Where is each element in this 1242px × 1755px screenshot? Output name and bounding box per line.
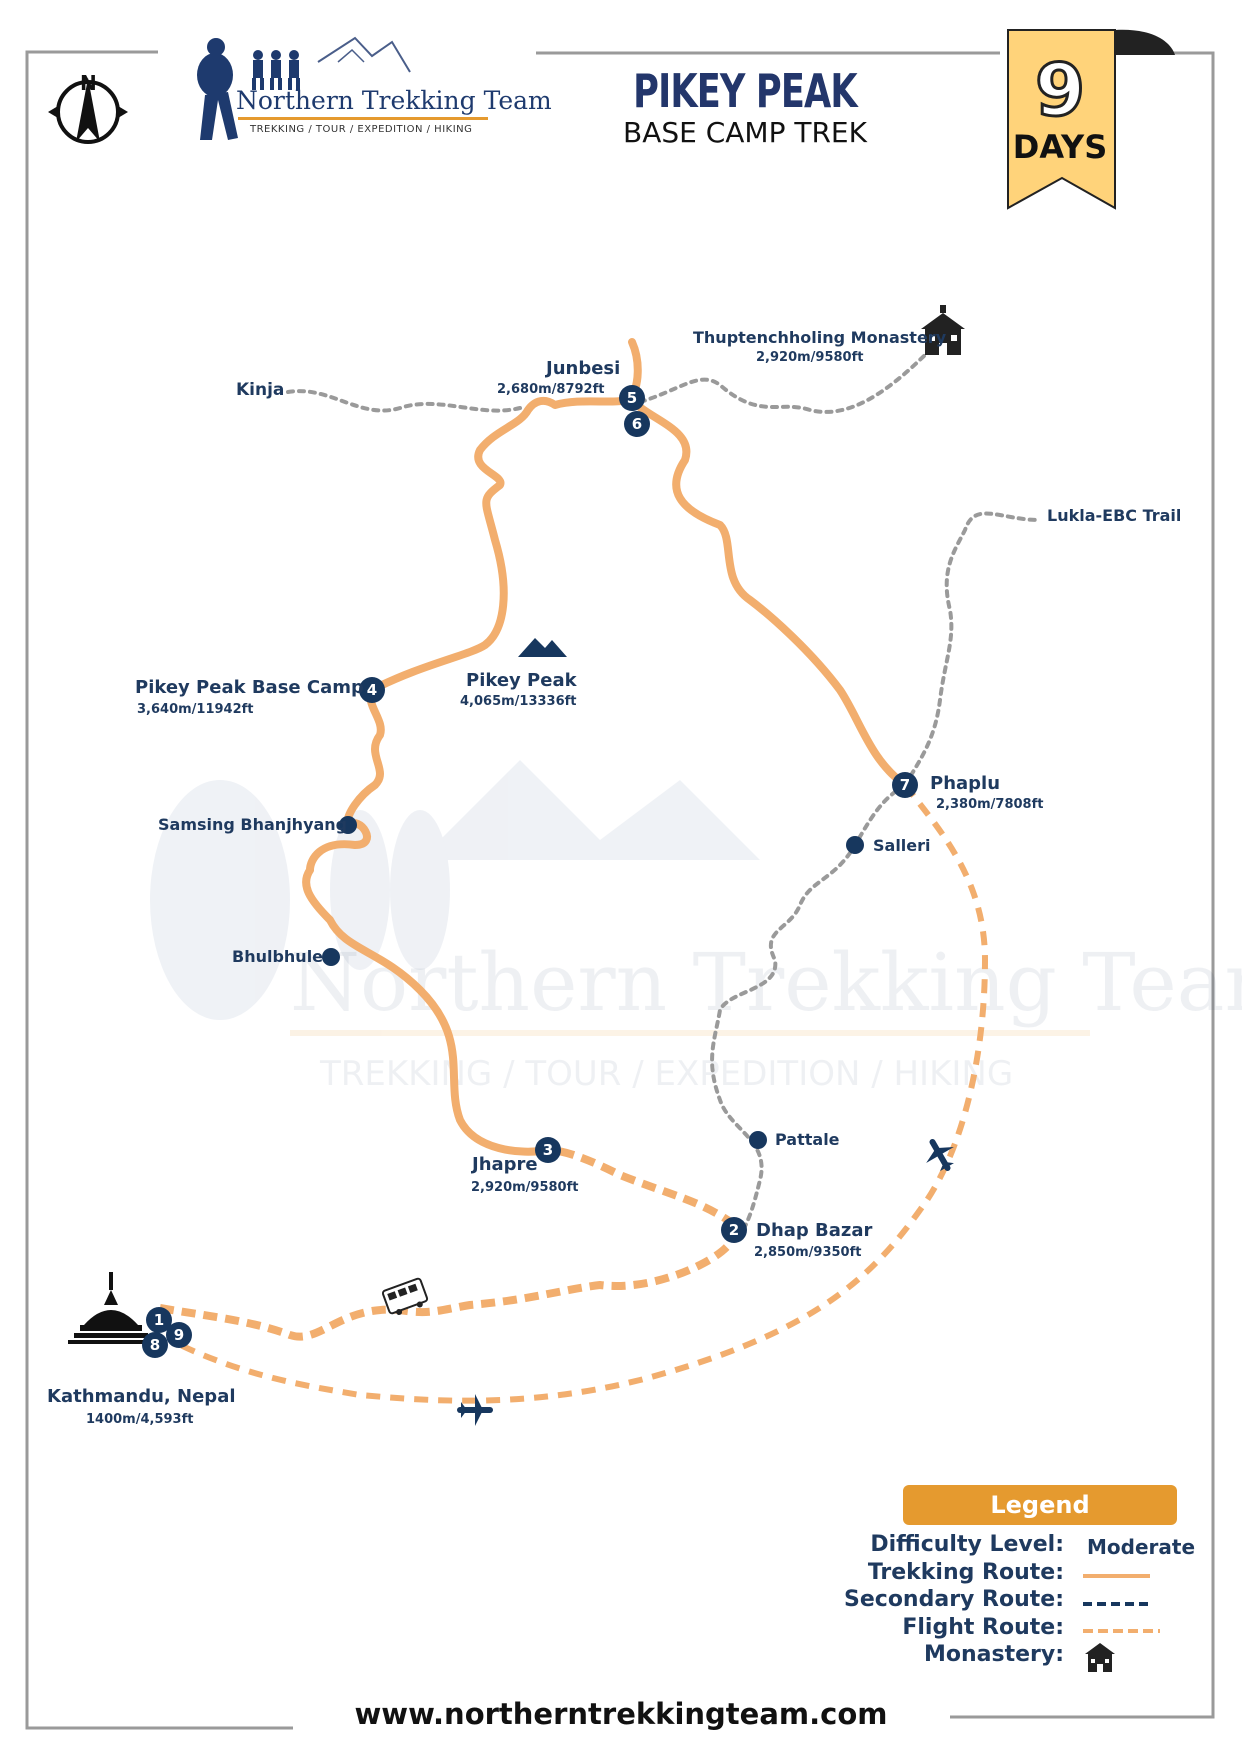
label-pattale: Pattale	[775, 1130, 840, 1149]
day-marker-6: 6	[624, 411, 650, 437]
route-kinja-junbesi	[286, 389, 522, 413]
label-monastery: Thuptenchholing Monastery	[693, 328, 947, 347]
dot-bhulbhule	[322, 948, 340, 966]
label-salleri: Salleri	[873, 836, 931, 855]
day-marker-7: 7	[892, 772, 918, 798]
route-phaplu-lukla	[903, 511, 1042, 787]
legend-flight-key: Flight Route:	[902, 1615, 1064, 1640]
day-markers: 5 6 4 7 3 2 1 8 9	[142, 385, 918, 1358]
alt-junbesi: 2,680m/8792ft	[497, 382, 605, 397]
plane-icon	[457, 1394, 493, 1426]
legend-monastery-icon	[1085, 1643, 1115, 1672]
route-junbesi-phaplu	[628, 396, 909, 789]
bus-icon	[381, 1277, 429, 1315]
title-line-2: BASE CAMP TREK	[623, 116, 867, 149]
logo-icon	[197, 36, 488, 140]
secondary-routes	[286, 348, 1042, 1237]
title-line-1: PIKEY PEAK	[633, 64, 858, 118]
alt-kathmandu: 1400m/4,593ft	[86, 1412, 194, 1427]
legend-title: Legend	[903, 1485, 1177, 1525]
alt-jhapre: 2,920m/9580ft	[471, 1180, 579, 1195]
day-marker-2: 2	[721, 1217, 747, 1243]
trekking-route	[302, 338, 909, 1156]
watermark-tagline: TREKKING / TOUR / EXPEDITION / HIKING	[319, 1054, 1013, 1094]
svg-text:1: 1	[154, 1311, 164, 1329]
day-marker-3: 3	[535, 1137, 561, 1163]
legend-secondary-key: Secondary Route:	[844, 1587, 1064, 1612]
svg-text:4: 4	[367, 681, 377, 699]
legend-difficulty-value: Moderate	[1087, 1535, 1196, 1559]
label-pikey-base-camp: Pikey Peak Base Camp	[135, 677, 364, 698]
alt-pikey-peak: 4,065m/13336ft	[460, 694, 577, 709]
day-marker-9: 9	[166, 1322, 192, 1348]
flight-route	[168, 783, 989, 1404]
legend-difficulty-key: Difficulty Level:	[870, 1532, 1064, 1557]
label-dhap-bazar: Dhap Bazar	[756, 1220, 873, 1241]
label-bhulbhule: Bhulbhule	[232, 947, 324, 966]
road-route	[159, 1146, 740, 1341]
label-pikey-peak: Pikey Peak	[466, 670, 577, 691]
days-label: DAYS	[1012, 128, 1108, 166]
label-kathmandu: Kathmandu, Nepal	[47, 1386, 236, 1407]
alt-phaplu: 2,380m/7808ft	[936, 797, 1044, 812]
route-dhap-jhapre	[547, 1146, 738, 1229]
legend-trekking-key: Trekking Route:	[867, 1560, 1064, 1585]
legend-monastery-key: Monastery:	[923, 1642, 1064, 1667]
alt-dhap-bazar: 2,850m/9350ft	[754, 1245, 862, 1260]
label-phaplu: Phaplu	[930, 773, 1001, 794]
route-jhapre-bhulbhule	[302, 866, 552, 1156]
route-junbesi-monastery	[638, 348, 932, 414]
dot-salleri	[846, 836, 864, 854]
logo-name: Northern Trekking Team	[236, 86, 552, 115]
page-title: PIKEY PEAK BASE CAMP TREK	[560, 66, 930, 150]
mountain-icon	[518, 638, 567, 657]
svg-text:2: 2	[729, 1221, 739, 1239]
dot-samsing	[339, 816, 357, 834]
svg-text:7: 7	[900, 776, 910, 794]
label-junbesi: Junbesi	[546, 358, 621, 379]
route-bhulbhule-samsing	[306, 819, 371, 874]
label-lukla-ebc: Lukla-EBC Trail	[1047, 506, 1182, 525]
svg-text:5: 5	[627, 389, 637, 407]
compass-icon	[48, 78, 128, 144]
compass-north-label: N	[80, 71, 97, 95]
watermark-logo	[150, 760, 1090, 1036]
stupa-icon	[68, 1272, 154, 1344]
days-number: 9	[1033, 47, 1086, 134]
svg-text:3: 3	[543, 1141, 553, 1159]
day-marker-5: 5	[619, 385, 645, 411]
svg-text:8: 8	[150, 1336, 160, 1354]
route-samsing-basecamp	[343, 686, 385, 829]
svg-text:9: 9	[174, 1326, 184, 1344]
dot-pattale	[749, 1131, 767, 1149]
svg-text:6: 6	[632, 415, 642, 433]
days-ribbon	[1007, 29, 1175, 210]
website-link[interactable]: www.northerntrekkingteam.com	[354, 1697, 888, 1731]
logo-tagline: TREKKING / TOUR / EXPEDITION / HIKING	[250, 124, 473, 135]
route-kathmandu-dhap	[159, 1223, 740, 1341]
day-marker-8: 8	[142, 1332, 168, 1358]
alt-monastery: 2,920m/9580ft	[756, 350, 864, 365]
legend-samples	[1083, 1574, 1160, 1633]
label-jhapre: Jhapre	[472, 1154, 538, 1175]
route-basecamp-junbesi	[368, 396, 634, 694]
monastery-icon	[921, 305, 965, 355]
day-marker-4: 4	[359, 677, 385, 703]
label-samsing: Samsing Bhanjhyang	[158, 815, 348, 834]
route-phaplu-salleri-pattale	[710, 783, 907, 1237]
day-marker-1: 1	[146, 1307, 172, 1333]
location-dots	[322, 816, 864, 1149]
label-kinja: Kinja	[236, 380, 285, 400]
alt-pikey-base-camp: 3,640m/11942ft	[137, 702, 254, 717]
